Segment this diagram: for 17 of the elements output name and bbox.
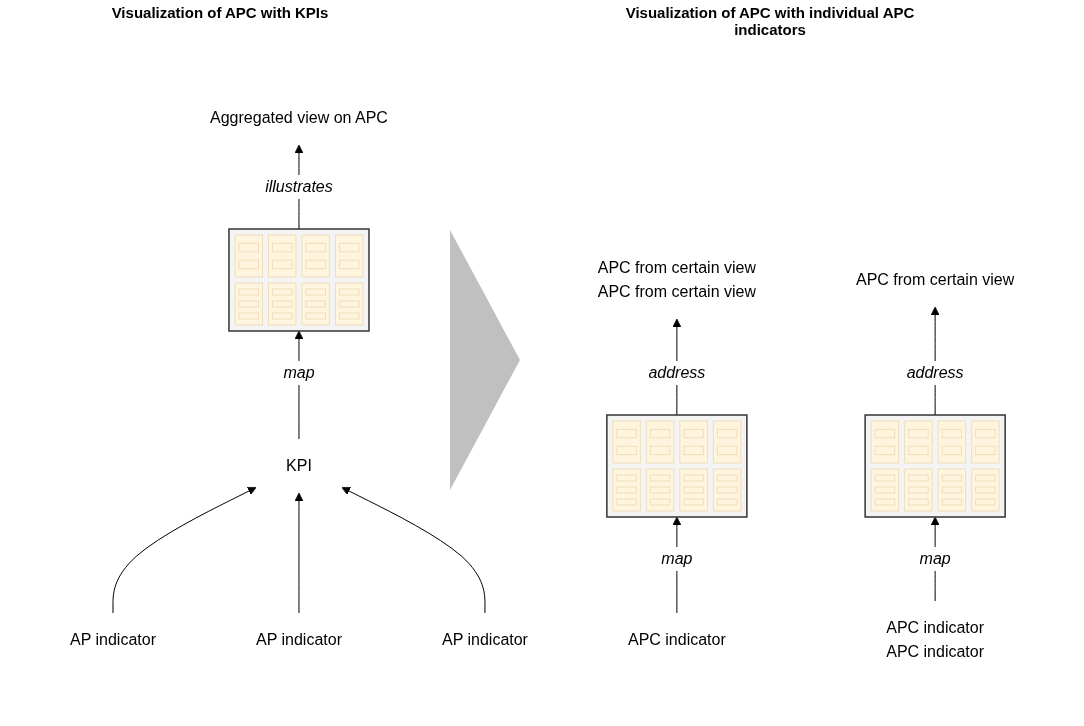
panel-heading: Visualization of APC with KPIs: [110, 4, 330, 21]
node-text: APC from certain view APC from certain view: [597, 259, 756, 300]
node-text: APC from certain view: [855, 271, 1015, 288]
edge-label: map: [919, 550, 951, 567]
node-text: Aggregated view on APC: [209, 109, 388, 126]
edge-label: illustrates: [265, 178, 333, 195]
panel-heading: Visualization of APC with individual APC indicators: [624, 4, 916, 38]
edge-label: map: [661, 550, 693, 567]
edge-label: address: [648, 364, 706, 381]
node-text: AP indicator: [255, 631, 342, 648]
edge-label: address: [906, 364, 964, 381]
node-text: AP indicator: [69, 631, 156, 648]
node-text: KPI: [285, 457, 312, 474]
node-text: APC indicator APC indicator: [886, 619, 984, 660]
node-text: AP indicator: [441, 631, 528, 648]
node-text: APC indicator: [627, 631, 726, 648]
edge-label: map: [283, 364, 315, 381]
